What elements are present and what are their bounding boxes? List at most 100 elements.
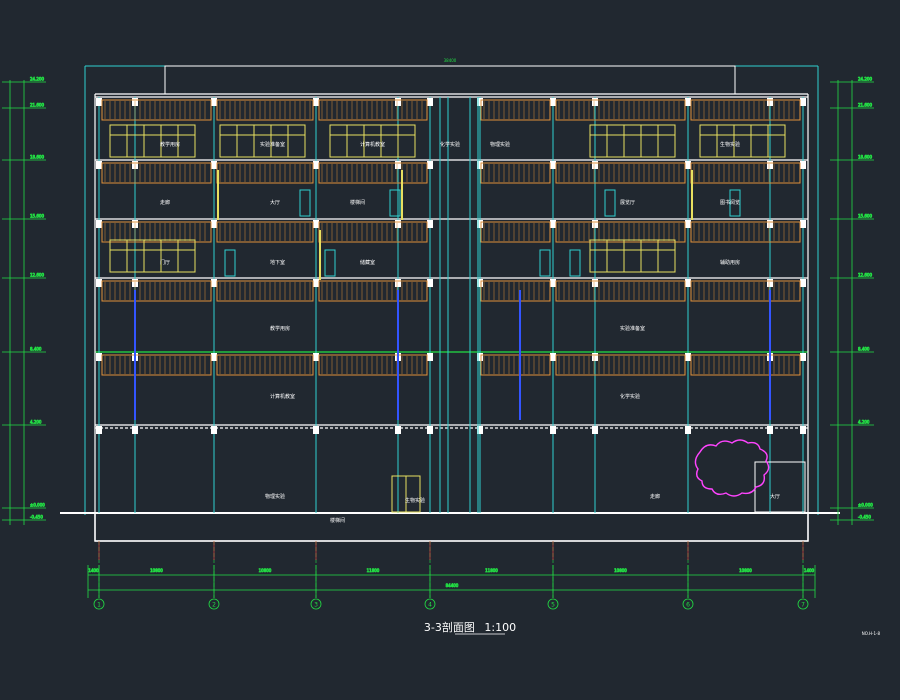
- column-cap: [313, 161, 319, 169]
- column-cap: [96, 426, 102, 434]
- level-text: 24.200: [30, 77, 44, 82]
- column-cap: [685, 279, 691, 287]
- column-cap: [550, 220, 556, 228]
- beam-band: [690, 354, 801, 376]
- column-cap: [800, 279, 806, 287]
- column-cap: [132, 426, 138, 434]
- level-text: 18.600: [858, 155, 872, 160]
- column-cap: [211, 353, 217, 361]
- door: [299, 189, 311, 217]
- column-cap: [685, 98, 691, 106]
- beam-band: [216, 99, 314, 121]
- column-cap: [427, 220, 433, 228]
- drawing-scale: 1:100: [484, 621, 516, 634]
- room-label: 物理实验: [490, 141, 510, 148]
- column-cap: [427, 279, 433, 287]
- column-cap: [800, 161, 806, 169]
- column-cap: [211, 426, 217, 434]
- axis-label: 6: [686, 602, 690, 609]
- axis-label: 4: [428, 602, 432, 609]
- column-cap: [477, 161, 483, 169]
- axis-bubble: [682, 598, 694, 610]
- beam-band: [480, 354, 551, 376]
- axis-bubble: [93, 598, 105, 610]
- level-text: 15.600: [858, 214, 872, 219]
- column-cap: [395, 279, 401, 287]
- column-cap: [767, 426, 773, 434]
- column-cap: [550, 353, 556, 361]
- door: [729, 189, 741, 217]
- room-label: 实验准备室: [260, 141, 285, 148]
- level-text: -0.450: [858, 515, 871, 520]
- room-label: 计算机教室: [360, 141, 385, 148]
- beam-band: [318, 354, 428, 376]
- door: [324, 249, 336, 277]
- beam-band: [216, 221, 314, 243]
- room-label: 展览厅: [620, 199, 635, 206]
- door: [604, 189, 616, 217]
- beam-band: [101, 162, 212, 184]
- column-cap: [767, 279, 773, 287]
- column-cap: [96, 353, 102, 361]
- column-cap: [767, 220, 773, 228]
- column-cap: [592, 220, 598, 228]
- window-frame: [109, 239, 196, 273]
- column-cap: [550, 161, 556, 169]
- column-cap: [592, 161, 598, 169]
- column-cap: [477, 279, 483, 287]
- room-label: 化学实验: [620, 393, 640, 400]
- level-text: ±0.000: [30, 503, 45, 508]
- room-label: 化学实验: [440, 141, 460, 148]
- room-label: 教学用房: [160, 141, 180, 148]
- axis-label: 1: [97, 602, 101, 609]
- beam-band: [555, 354, 686, 376]
- column-cap: [550, 426, 556, 434]
- column-cap: [685, 353, 691, 361]
- beam-band: [318, 221, 428, 243]
- column-cap: [211, 98, 217, 106]
- room-label: 走廊: [160, 199, 170, 206]
- right-dimension-chain: 24.20021.60018.60015.60012.6008.4004.200…: [830, 76, 874, 525]
- window-frame: [589, 239, 676, 273]
- level-text: 18.600: [30, 155, 44, 160]
- beam-band: [555, 221, 686, 243]
- doors: [224, 189, 806, 513]
- beam-band: [555, 99, 686, 121]
- axis-bubble: [208, 598, 220, 610]
- column-cap: [211, 279, 217, 287]
- column-cap: [592, 279, 598, 287]
- bay-dimension-text: 10800: [739, 568, 752, 573]
- left-dimension-chain: 24.20021.60018.60015.60012.6008.4004.200…: [2, 76, 46, 525]
- bay-dimension-text: 1400: [88, 568, 99, 573]
- room-label: 地下室: [270, 259, 285, 266]
- column-cap: [427, 426, 433, 434]
- level-text: 24.200: [858, 77, 872, 82]
- corner-note: NO.H-1-8: [862, 631, 881, 636]
- room-label: 储藏室: [360, 259, 375, 266]
- room-label: 楼梯间: [330, 517, 345, 524]
- door: [389, 189, 401, 217]
- column-cap: [96, 220, 102, 228]
- windows: [109, 124, 786, 513]
- column-cap: [313, 220, 319, 228]
- room-label: 教学用房: [270, 325, 290, 332]
- revision-cloud: [694, 439, 770, 497]
- column-cap: [550, 279, 556, 287]
- room-label: 生物实验: [405, 497, 425, 504]
- room-label: 实验准备室: [620, 325, 645, 332]
- column-cap: [395, 426, 401, 434]
- window-frame: [329, 124, 416, 158]
- level-text: ±0.000: [858, 503, 873, 508]
- column-cap: [477, 353, 483, 361]
- beam-band: [555, 280, 686, 302]
- glass-strips: [134, 290, 771, 420]
- beam-band: [690, 99, 801, 121]
- column-cap: [96, 161, 102, 169]
- level-text: -0.450: [30, 515, 43, 520]
- column-cap: [685, 161, 691, 169]
- room-label: 辅助用房: [720, 259, 740, 266]
- bay-dimension-text: 11800: [367, 568, 380, 573]
- column-cap: [767, 161, 773, 169]
- side-room-box: [754, 461, 806, 513]
